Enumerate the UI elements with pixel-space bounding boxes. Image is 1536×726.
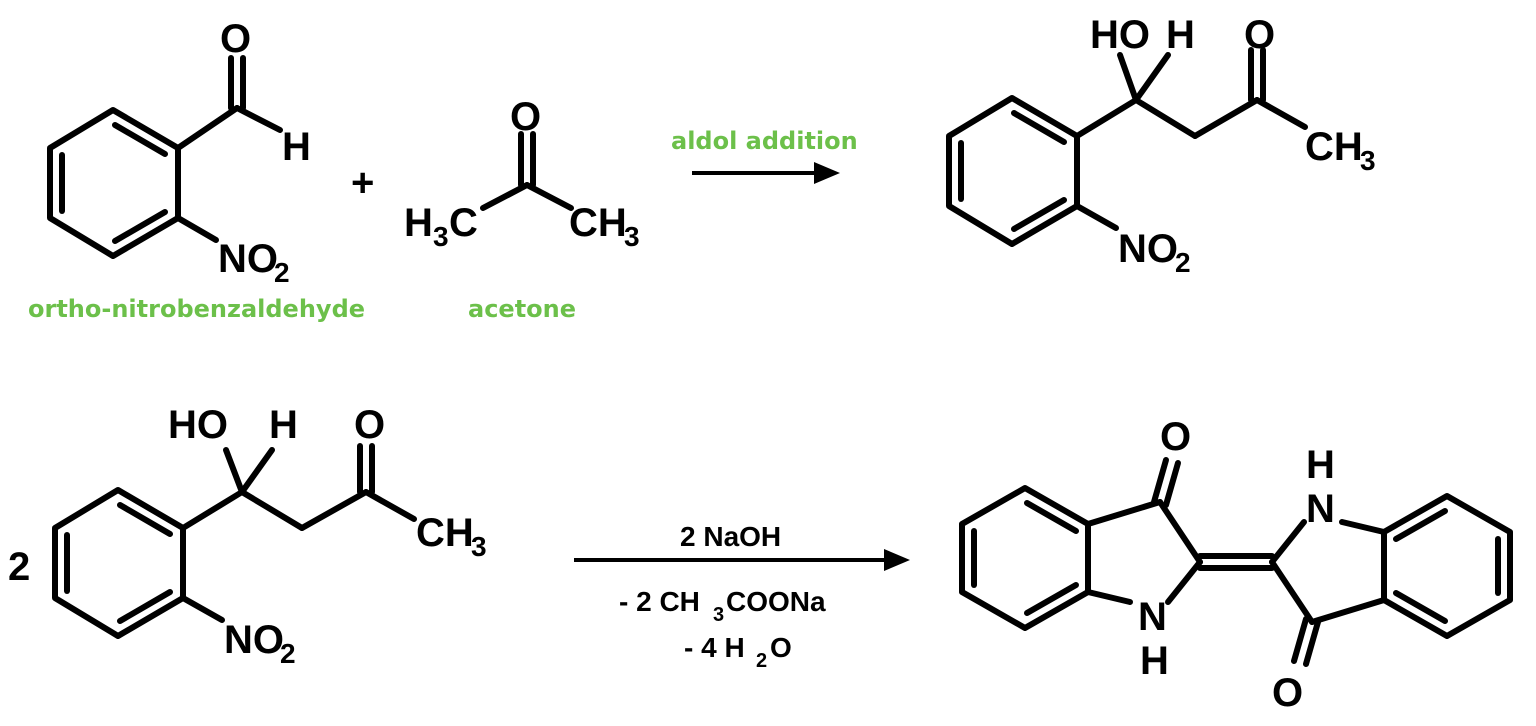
subscript-3: 3 bbox=[1360, 145, 1376, 176]
c-oh-bond bbox=[1117, 52, 1139, 103]
subscript-3: 3 bbox=[624, 221, 640, 252]
byproduct-1-suffix: COONa bbox=[726, 586, 826, 617]
atom-label-o: O bbox=[354, 403, 385, 447]
ring-bond bbox=[1085, 589, 1133, 605]
aldol-adduct-structure: HO H O CH 3 NO 2 bbox=[52, 403, 487, 669]
ring-to-choh-bond bbox=[180, 489, 245, 531]
atom-label-o: O bbox=[510, 95, 541, 139]
atom-label-ho: HO bbox=[1090, 13, 1150, 57]
subscript-2: 2 bbox=[274, 257, 290, 288]
atom-label-no: NO bbox=[1118, 227, 1178, 271]
atom-label-n: N bbox=[1138, 595, 1167, 639]
ortho-nitrobenzaldehyde-structure: O H NO 2 bbox=[47, 17, 311, 288]
subscript-3: 3 bbox=[433, 221, 449, 252]
atom-label-c: C bbox=[449, 201, 478, 245]
ring-to-nitro-bond bbox=[175, 215, 219, 243]
aromatic-double-bond bbox=[112, 209, 168, 244]
atom-label-ch: CH bbox=[569, 201, 627, 245]
atom-label-no: NO bbox=[224, 618, 284, 662]
subscript-3: 3 bbox=[471, 531, 487, 562]
c-h-bond bbox=[1133, 52, 1171, 103]
indigo-structure: O N H H N O bbox=[959, 415, 1513, 715]
aromatic-double-bond bbox=[1024, 582, 1079, 616]
atom-label-o: O bbox=[1272, 671, 1303, 715]
arrow-head-2 bbox=[884, 549, 910, 571]
byproduct-2-suffix: O bbox=[770, 632, 792, 663]
ring-bond bbox=[1085, 499, 1163, 527]
ring-to-nitro-bond bbox=[1074, 203, 1119, 231]
c-ch3-bond bbox=[1254, 97, 1308, 130]
reactant1-label: ortho-nitrobenzaldehyde bbox=[28, 295, 365, 323]
atom-label-o: O bbox=[1244, 13, 1275, 57]
ring-to-cho-bond bbox=[175, 105, 240, 151]
atom-label-o: O bbox=[1160, 415, 1191, 459]
atom-label-o: O bbox=[220, 17, 251, 61]
aromatic-double-bond bbox=[1393, 508, 1448, 542]
ring-bond bbox=[1339, 519, 1387, 535]
aromatic-double-bond bbox=[1024, 500, 1079, 534]
ring-bond bbox=[1165, 559, 1203, 605]
ch3-bond-left bbox=[480, 182, 530, 211]
carbonyl-double-bond bbox=[1163, 460, 1181, 508]
aldehyde-h-bond bbox=[234, 105, 283, 133]
c-h-bond bbox=[239, 447, 275, 495]
benzene-ring-right bbox=[1381, 493, 1513, 639]
benzene-ring bbox=[52, 487, 186, 639]
aromatic-double-bond bbox=[1011, 110, 1067, 145]
aromatic-double-bond bbox=[1393, 590, 1448, 624]
atom-label-h: H bbox=[269, 403, 298, 447]
byproduct-2-subscript: 2 bbox=[756, 650, 767, 672]
byproduct-1-subscript: 3 bbox=[713, 604, 724, 626]
ring-to-choh-bond bbox=[1074, 97, 1139, 139]
c-ch3-bond bbox=[363, 489, 417, 522]
aldol-product-structure: HO H O CH 3 NO 2 bbox=[946, 13, 1376, 278]
atom-label-h: H bbox=[1306, 443, 1335, 487]
aromatic-double-bond bbox=[117, 502, 173, 537]
c-c-bond bbox=[299, 489, 369, 531]
ring-bond bbox=[1269, 559, 1315, 625]
byproduct-2-prefix: - 4 H bbox=[684, 632, 745, 663]
aldol-addition-label: aldol addition bbox=[671, 127, 858, 155]
ch3-bond-right bbox=[524, 182, 574, 211]
ring-bond bbox=[1157, 499, 1203, 565]
ring-bond bbox=[1269, 519, 1307, 565]
atom-label-h: H bbox=[1140, 639, 1169, 683]
reactant2-label: acetone bbox=[468, 295, 576, 323]
arrow-head-1 bbox=[814, 162, 840, 184]
ring-bond bbox=[1309, 597, 1387, 625]
byproduct-1-prefix: - 2 CH bbox=[619, 586, 700, 617]
atom-label-ch: CH bbox=[416, 511, 474, 555]
atom-label-h: H bbox=[1166, 13, 1195, 57]
carbonyl-double-bond bbox=[1303, 619, 1321, 667]
benzene-ring-left bbox=[959, 485, 1091, 631]
aromatic-double-bond bbox=[1011, 197, 1067, 232]
atom-label-ch: CH bbox=[1305, 125, 1363, 169]
aromatic-double-bond bbox=[117, 589, 173, 624]
atom-label-h: H bbox=[404, 201, 433, 245]
atom-label-no: NO bbox=[218, 237, 278, 281]
subscript-2: 2 bbox=[1175, 247, 1191, 278]
benzene-ring bbox=[946, 95, 1080, 247]
carbonyl-double-bond bbox=[1291, 616, 1309, 664]
stoichiometric-coefficient: 2 bbox=[8, 545, 30, 589]
byproduct-2: - 4 H 2 O bbox=[684, 632, 792, 672]
c-c-bond bbox=[239, 489, 305, 531]
aromatic-double-bond bbox=[112, 122, 168, 157]
ring-to-nitro-bond bbox=[180, 595, 225, 623]
byproduct-1: - 2 CH 3 COONa bbox=[619, 586, 826, 626]
benzene-ring bbox=[47, 107, 181, 259]
reagent-label: 2 NaOH bbox=[680, 521, 781, 552]
plus-sign: + bbox=[351, 161, 374, 205]
c-c-bond bbox=[1133, 97, 1198, 139]
carbonyl-double-bond bbox=[1151, 457, 1169, 505]
atom-label-h: H bbox=[282, 125, 311, 169]
c-c-bond bbox=[1192, 97, 1260, 139]
subscript-2: 2 bbox=[280, 638, 296, 669]
atom-label-ho: HO bbox=[168, 403, 228, 447]
c-oh-bond bbox=[223, 447, 245, 495]
acetone-structure: O H 3 C CH 3 bbox=[404, 95, 640, 252]
atom-label-n: N bbox=[1306, 487, 1335, 531]
